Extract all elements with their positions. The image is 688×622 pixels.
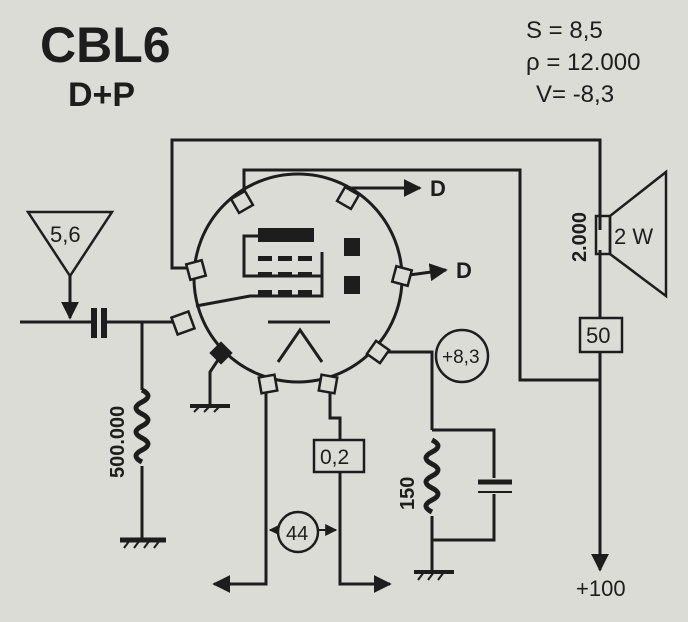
speaker-power-label: 2 W — [614, 224, 653, 249]
param-s: S = 8,5 — [526, 17, 603, 44]
heater-voltage-label: 44 — [286, 523, 308, 545]
heater-wire-right — [328, 384, 392, 593]
tube-pins — [169, 185, 414, 395]
grid-resistor — [133, 387, 151, 465]
speaker-cone — [608, 169, 668, 299]
cathode-resistor-label: 150 — [397, 477, 419, 510]
ground-symbols — [120, 405, 445, 581]
transformer-label: 2.000 — [569, 212, 591, 262]
cathode-wire — [378, 350, 434, 430]
heater-wire-left — [212, 384, 268, 593]
speaker-transformer — [594, 214, 612, 256]
diode-1-label: D — [430, 176, 446, 201]
input-triangle-label: 5,6 — [50, 222, 81, 247]
heater-current-label: 0,2 — [320, 446, 349, 469]
wiring — [20, 138, 668, 593]
param-rho: ρ = 12.000 — [526, 49, 640, 76]
cathode-voltage-label: +8,3 — [442, 347, 480, 368]
grid-resistor-label: 500.000 — [107, 406, 129, 478]
tube-type-title: CBL6 — [40, 17, 171, 73]
heater-current-box — [312, 438, 366, 474]
param-v: V= -8,3 — [536, 81, 614, 108]
diode-2-label: D — [456, 258, 472, 283]
heater-voltage-circle — [276, 510, 320, 554]
screen-wire — [242, 168, 600, 382]
cathode-resistor — [423, 437, 441, 515]
series-box-label: 50 — [586, 323, 610, 348]
tube-function-subtitle: D+P — [68, 76, 135, 114]
input-triangle — [25, 210, 115, 279]
supply-label: +100 — [576, 576, 626, 601]
series-box — [578, 316, 624, 354]
tube-electrodes — [258, 228, 360, 295]
cathode-voltage-circle — [434, 328, 490, 384]
plate-wire — [170, 138, 602, 270]
